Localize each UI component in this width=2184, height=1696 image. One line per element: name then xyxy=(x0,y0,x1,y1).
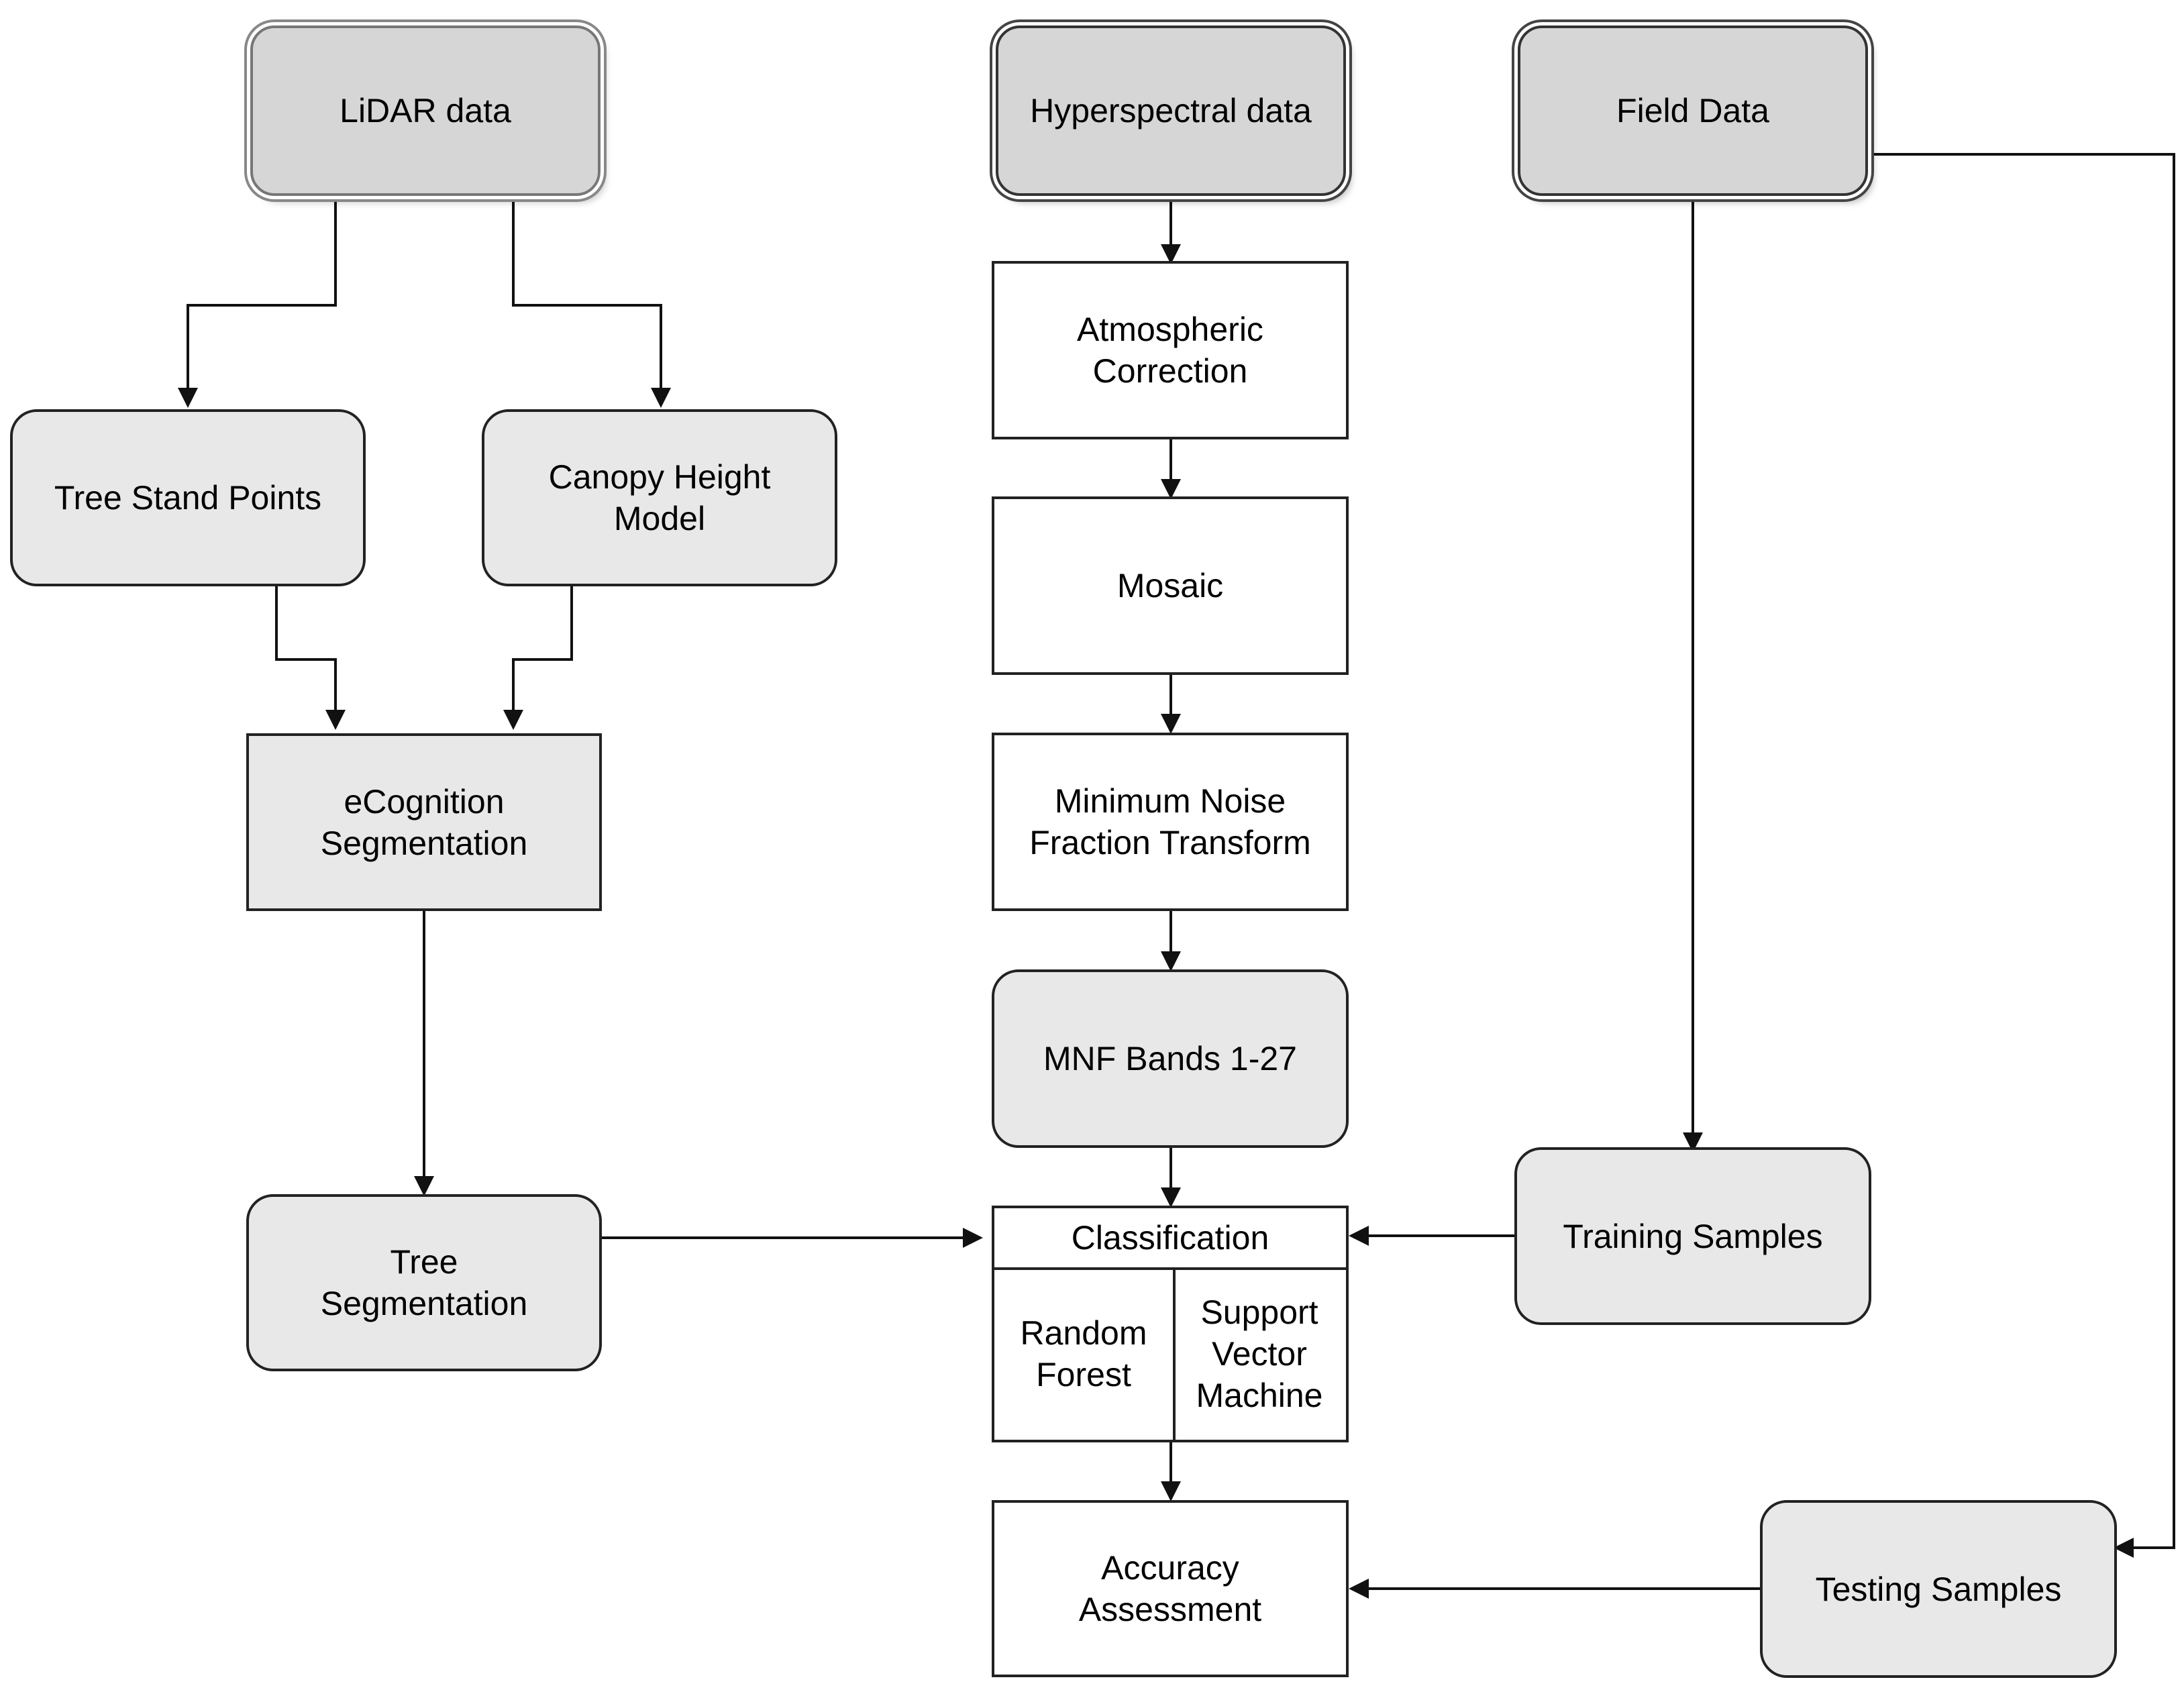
field-data-label: Field Data xyxy=(1616,92,1769,129)
arrowhead xyxy=(1349,1579,1369,1599)
classification-node: Classification Random Forest Support Vec… xyxy=(992,1206,1349,1442)
arrowhead xyxy=(1683,1132,1703,1153)
edge-field-to-testing-samples xyxy=(1872,153,2175,1549)
lidar-data-label: LiDAR data xyxy=(340,92,511,129)
arrowhead xyxy=(414,1176,434,1196)
tree-segmentation-label: Tree Segmentation xyxy=(320,1243,528,1322)
arrowhead xyxy=(1349,1226,1369,1246)
hyperspectral-data-node: Hyperspectral data xyxy=(996,25,1346,196)
arrowhead xyxy=(325,710,346,730)
field-data-node: Field Data xyxy=(1518,25,1868,196)
testing-samples-node: Testing Samples xyxy=(1760,1500,2117,1678)
arrowhead xyxy=(503,710,523,730)
arrowhead xyxy=(178,388,198,408)
mosaic-node: Mosaic xyxy=(992,496,1349,675)
mnf-bands-label: MNF Bands 1-27 xyxy=(1043,1040,1297,1077)
ecognition-segmentation-label: eCognition Segmentation xyxy=(320,782,528,862)
edge-tree-stand-points-to-ecognition xyxy=(275,586,337,718)
accuracy-assessment-node: Accuracy Assessment xyxy=(992,1500,1349,1677)
arrowhead xyxy=(1161,1187,1181,1208)
classification-title: Classification xyxy=(994,1208,1346,1270)
tree-segmentation-node: Tree Segmentation xyxy=(246,1194,602,1371)
lidar-data-node: LiDAR data xyxy=(250,25,601,196)
accuracy-assessment-label: Accuracy Assessment xyxy=(1078,1549,1262,1628)
arrowhead xyxy=(1161,1481,1181,1501)
tree-stand-points-label: Tree Stand Points xyxy=(54,479,322,517)
mnf-transform-node: Minimum Noise Fraction Transform xyxy=(992,733,1349,911)
arrowhead xyxy=(1161,951,1181,971)
atmospheric-correction-label: Atmospheric Correction xyxy=(1077,311,1263,390)
mnf-transform-label: Minimum Noise Fraction Transform xyxy=(1029,782,1311,861)
arrowhead xyxy=(2114,1538,2134,1558)
edge-canopy-height-model-to-ecognition xyxy=(512,586,573,718)
training-samples-label: Training Samples xyxy=(1563,1217,1823,1255)
mosaic-label: Mosaic xyxy=(1116,567,1224,604)
arrowhead xyxy=(1161,714,1181,734)
canopy-height-model-label: Canopy Height Model xyxy=(548,458,771,537)
canopy-height-model-node: Canopy Height Model xyxy=(482,409,837,586)
tree-stand-points-node: Tree Stand Points xyxy=(10,409,366,586)
edge-lidar-to-canopy-height-model xyxy=(512,201,662,396)
ecognition-segmentation-node: eCognition Segmentation xyxy=(246,733,602,911)
support-vector-machine-label: Support Vector Machine xyxy=(1196,1293,1323,1414)
arrowhead xyxy=(963,1228,983,1248)
edge-lidar-to-tree-stand-points xyxy=(187,201,337,396)
atmospheric-correction-node: Atmospheric Correction xyxy=(992,261,1349,439)
mnf-bands-node: MNF Bands 1-27 xyxy=(992,969,1349,1148)
random-forest-label: Random Forest xyxy=(994,1267,1176,1440)
arrowhead xyxy=(1161,244,1181,264)
arrowhead xyxy=(651,388,671,408)
testing-samples-label: Testing Samples xyxy=(1815,1570,2062,1608)
hyperspectral-data-label: Hyperspectral data xyxy=(1030,92,1312,129)
training-samples-node: Training Samples xyxy=(1514,1147,1871,1325)
arrowhead xyxy=(1161,479,1181,499)
